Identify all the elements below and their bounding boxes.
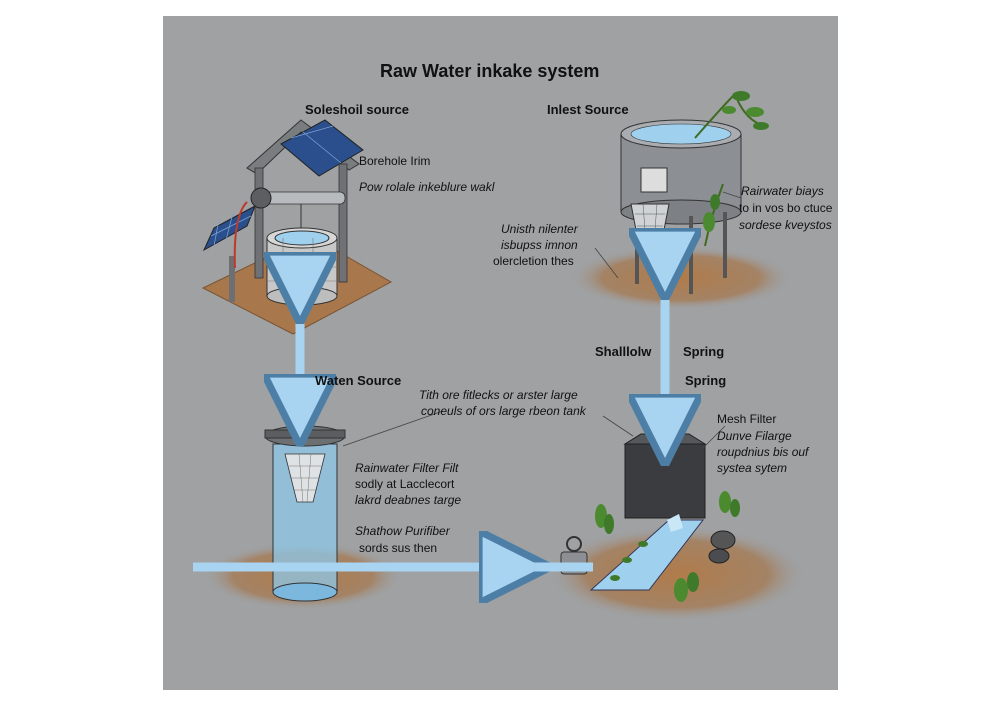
plant-icon <box>595 491 740 602</box>
label-mesh-2: Dunve Filarge <box>717 429 792 443</box>
label-borehole: Borehole Irim <box>359 154 431 168</box>
label-unist-1: Unisth nilenter <box>501 222 578 236</box>
label-tith-1: Tith ore fitlecks or arster large <box>419 388 578 402</box>
label-rain-filter-2: sodly at Lacclecort <box>355 477 455 491</box>
label-inlet-source: Inlest Source <box>547 102 629 117</box>
label-rainwater-right-1: Rairwater biays <box>741 184 824 198</box>
vine-icon <box>694 91 769 247</box>
soil-patch-tank <box>569 246 793 310</box>
label-unist-3: olercletion thes <box>493 254 574 268</box>
label-water-source: Waten Source <box>315 373 402 388</box>
label-rain-filter-3: lakrd deabnes targe <box>355 493 462 507</box>
label-shathow-2: sords sus then <box>359 541 438 555</box>
label-spring-2: Spring <box>685 373 727 388</box>
diagram-panel: Raw Water inkake system Soleshoil source… <box>163 16 838 690</box>
label-shathow-1: Shathow Purifiber <box>355 524 450 538</box>
label-borehole-desc: Pow rolale inkeblure wakl <box>359 180 495 194</box>
label-tith-2: coneuls of ors large rbeon tank <box>421 404 586 418</box>
filter-column-icon <box>264 425 346 602</box>
diagram-title: Raw Water inkake system <box>380 61 600 81</box>
label-unist-2: isbupss imnon <box>501 238 578 252</box>
label-spring-1: Spring <box>683 344 725 359</box>
label-mesh-4: systea sytem <box>717 461 788 475</box>
leader-lines <box>342 191 742 449</box>
flow-arrows <box>193 282 665 567</box>
label-rain-filter-1: Rainwater Filter Filt <box>355 461 459 475</box>
label-rainwater-right-2: to in vos bo ctuce <box>739 201 833 215</box>
soil-patch-spring <box>547 526 807 622</box>
label-mesh-1: Mesh Filter <box>717 412 777 426</box>
label-rainwater-right-3: sordese kveystos <box>739 218 832 232</box>
label-mesh-3: roupdnius bis ouf <box>717 445 809 459</box>
label-solar-source: Soleshoil source <box>305 102 410 117</box>
label-shallow: Shalllolw <box>595 344 652 359</box>
diagram-artwork <box>193 91 807 622</box>
